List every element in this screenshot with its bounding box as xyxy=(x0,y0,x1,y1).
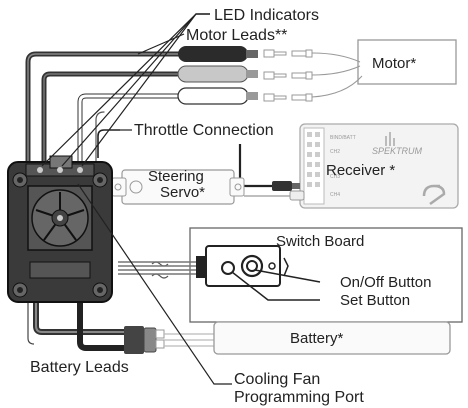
receiver-brand: SPEKTRUM xyxy=(372,146,423,156)
callout-leaders xyxy=(41,13,232,385)
on-off-button-label: On/Off Button xyxy=(340,274,431,291)
servo-label: Servo* xyxy=(160,184,205,201)
receiver-ch3-label: CH3 xyxy=(330,174,340,180)
battery-leads-label: Battery Leads xyxy=(30,359,129,376)
esc-body xyxy=(7,155,113,303)
steering-servo: Steering Servo* xyxy=(111,168,305,205)
switch-board-label: Switch Board xyxy=(276,233,364,250)
switch-board xyxy=(118,245,321,301)
receiver-ch2-label: CH2 xyxy=(330,149,340,155)
motor-leads xyxy=(25,51,181,173)
programming-port-label: Programming Port xyxy=(234,389,364,406)
motor-bullet-connectors xyxy=(263,49,363,102)
battery: Battery* xyxy=(164,321,451,355)
receiver: BIND/BATT CH2 CH3 CH4 SPEKTRUM Receiver … xyxy=(299,123,459,209)
battery-label: Battery* xyxy=(290,330,344,347)
spektrum-logo-icon xyxy=(385,132,395,146)
on-off-button-icon xyxy=(246,260,258,272)
led-indicator-3 xyxy=(77,167,83,173)
receiver-bind-label: BIND/BATT xyxy=(330,135,356,141)
motor-lead-connectors xyxy=(177,46,258,105)
motor-leads-label: Motor Leads** xyxy=(186,27,287,44)
steering-label: Steering xyxy=(148,168,204,185)
battery-connector xyxy=(124,326,165,354)
receiver-logo-icon xyxy=(422,184,446,206)
set-button-label: Set Button xyxy=(340,292,410,309)
motor-box xyxy=(357,39,457,85)
cooling-fan-label: Cooling Fan xyxy=(234,371,320,388)
throttle-connection-label: Throttle Connection xyxy=(134,122,274,139)
battery-leads xyxy=(27,300,124,351)
receiver-label: Receiver * xyxy=(326,162,395,179)
led-indicator-1 xyxy=(37,167,43,173)
receiver-ch4-label: CH4 xyxy=(330,192,340,198)
cooling-fan xyxy=(27,185,93,251)
set-button-icon xyxy=(221,261,235,275)
motor-label: Motor* xyxy=(372,55,416,72)
led-indicators-label: LED Indicators xyxy=(214,7,319,24)
led-indicator-2 xyxy=(57,167,63,173)
